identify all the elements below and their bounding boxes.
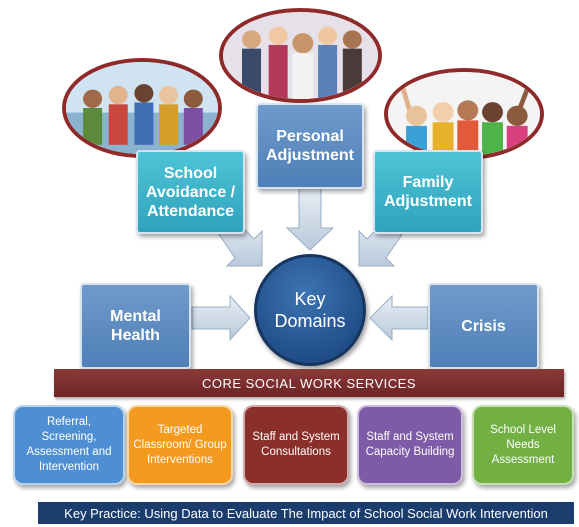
domain-personal-adjustment: Personal Adjustment xyxy=(256,103,364,189)
students-photo-center xyxy=(219,8,382,103)
key-practice-bar: Key Practice: Using Data to Evaluate The… xyxy=(38,502,574,524)
arrow-crisis xyxy=(369,294,429,342)
service-staff-consultations-label: Staff and System Consultations xyxy=(252,431,340,458)
service-referral: Referral, Screening, Assessment and Inte… xyxy=(13,405,125,485)
domain-family-adjustment: Family Adjustment xyxy=(373,150,483,234)
domain-crisis: Crisis xyxy=(428,283,539,369)
students-photo-left xyxy=(62,58,222,158)
key-practice-label: Key Practice: Using Data to Evaluate The… xyxy=(64,505,548,521)
service-capacity-building-label: Staff and System Capacity Building xyxy=(365,431,455,458)
key-domains-circle: Key Domains xyxy=(254,254,366,366)
service-staff-consultations: Staff and System Consultations xyxy=(243,405,349,485)
service-capacity-building: Staff and System Capacity Building xyxy=(357,405,463,485)
arrow-personal-adjustment xyxy=(285,187,335,251)
arrow-mental-health xyxy=(191,294,251,342)
core-services-bar: CORE SOCIAL WORK SERVICES xyxy=(54,369,564,397)
service-needs-assessment: School Level Needs Assessment xyxy=(472,405,574,485)
service-referral-label: Referral, Screening, Assessment and Inte… xyxy=(26,416,112,473)
domain-mental-health: Mental Health xyxy=(80,283,191,369)
service-targeted-interventions-label: Targeted Classroom/ Group Interventions xyxy=(133,423,227,466)
domain-school-avoidance: School Avoidance / Attendance xyxy=(136,150,245,234)
service-needs-assessment-label: School Level Needs Assessment xyxy=(490,423,556,466)
core-services-label: CORE SOCIAL WORK SERVICES xyxy=(201,375,417,391)
service-targeted-interventions: Targeted Classroom/ Group Interventions xyxy=(127,405,233,485)
